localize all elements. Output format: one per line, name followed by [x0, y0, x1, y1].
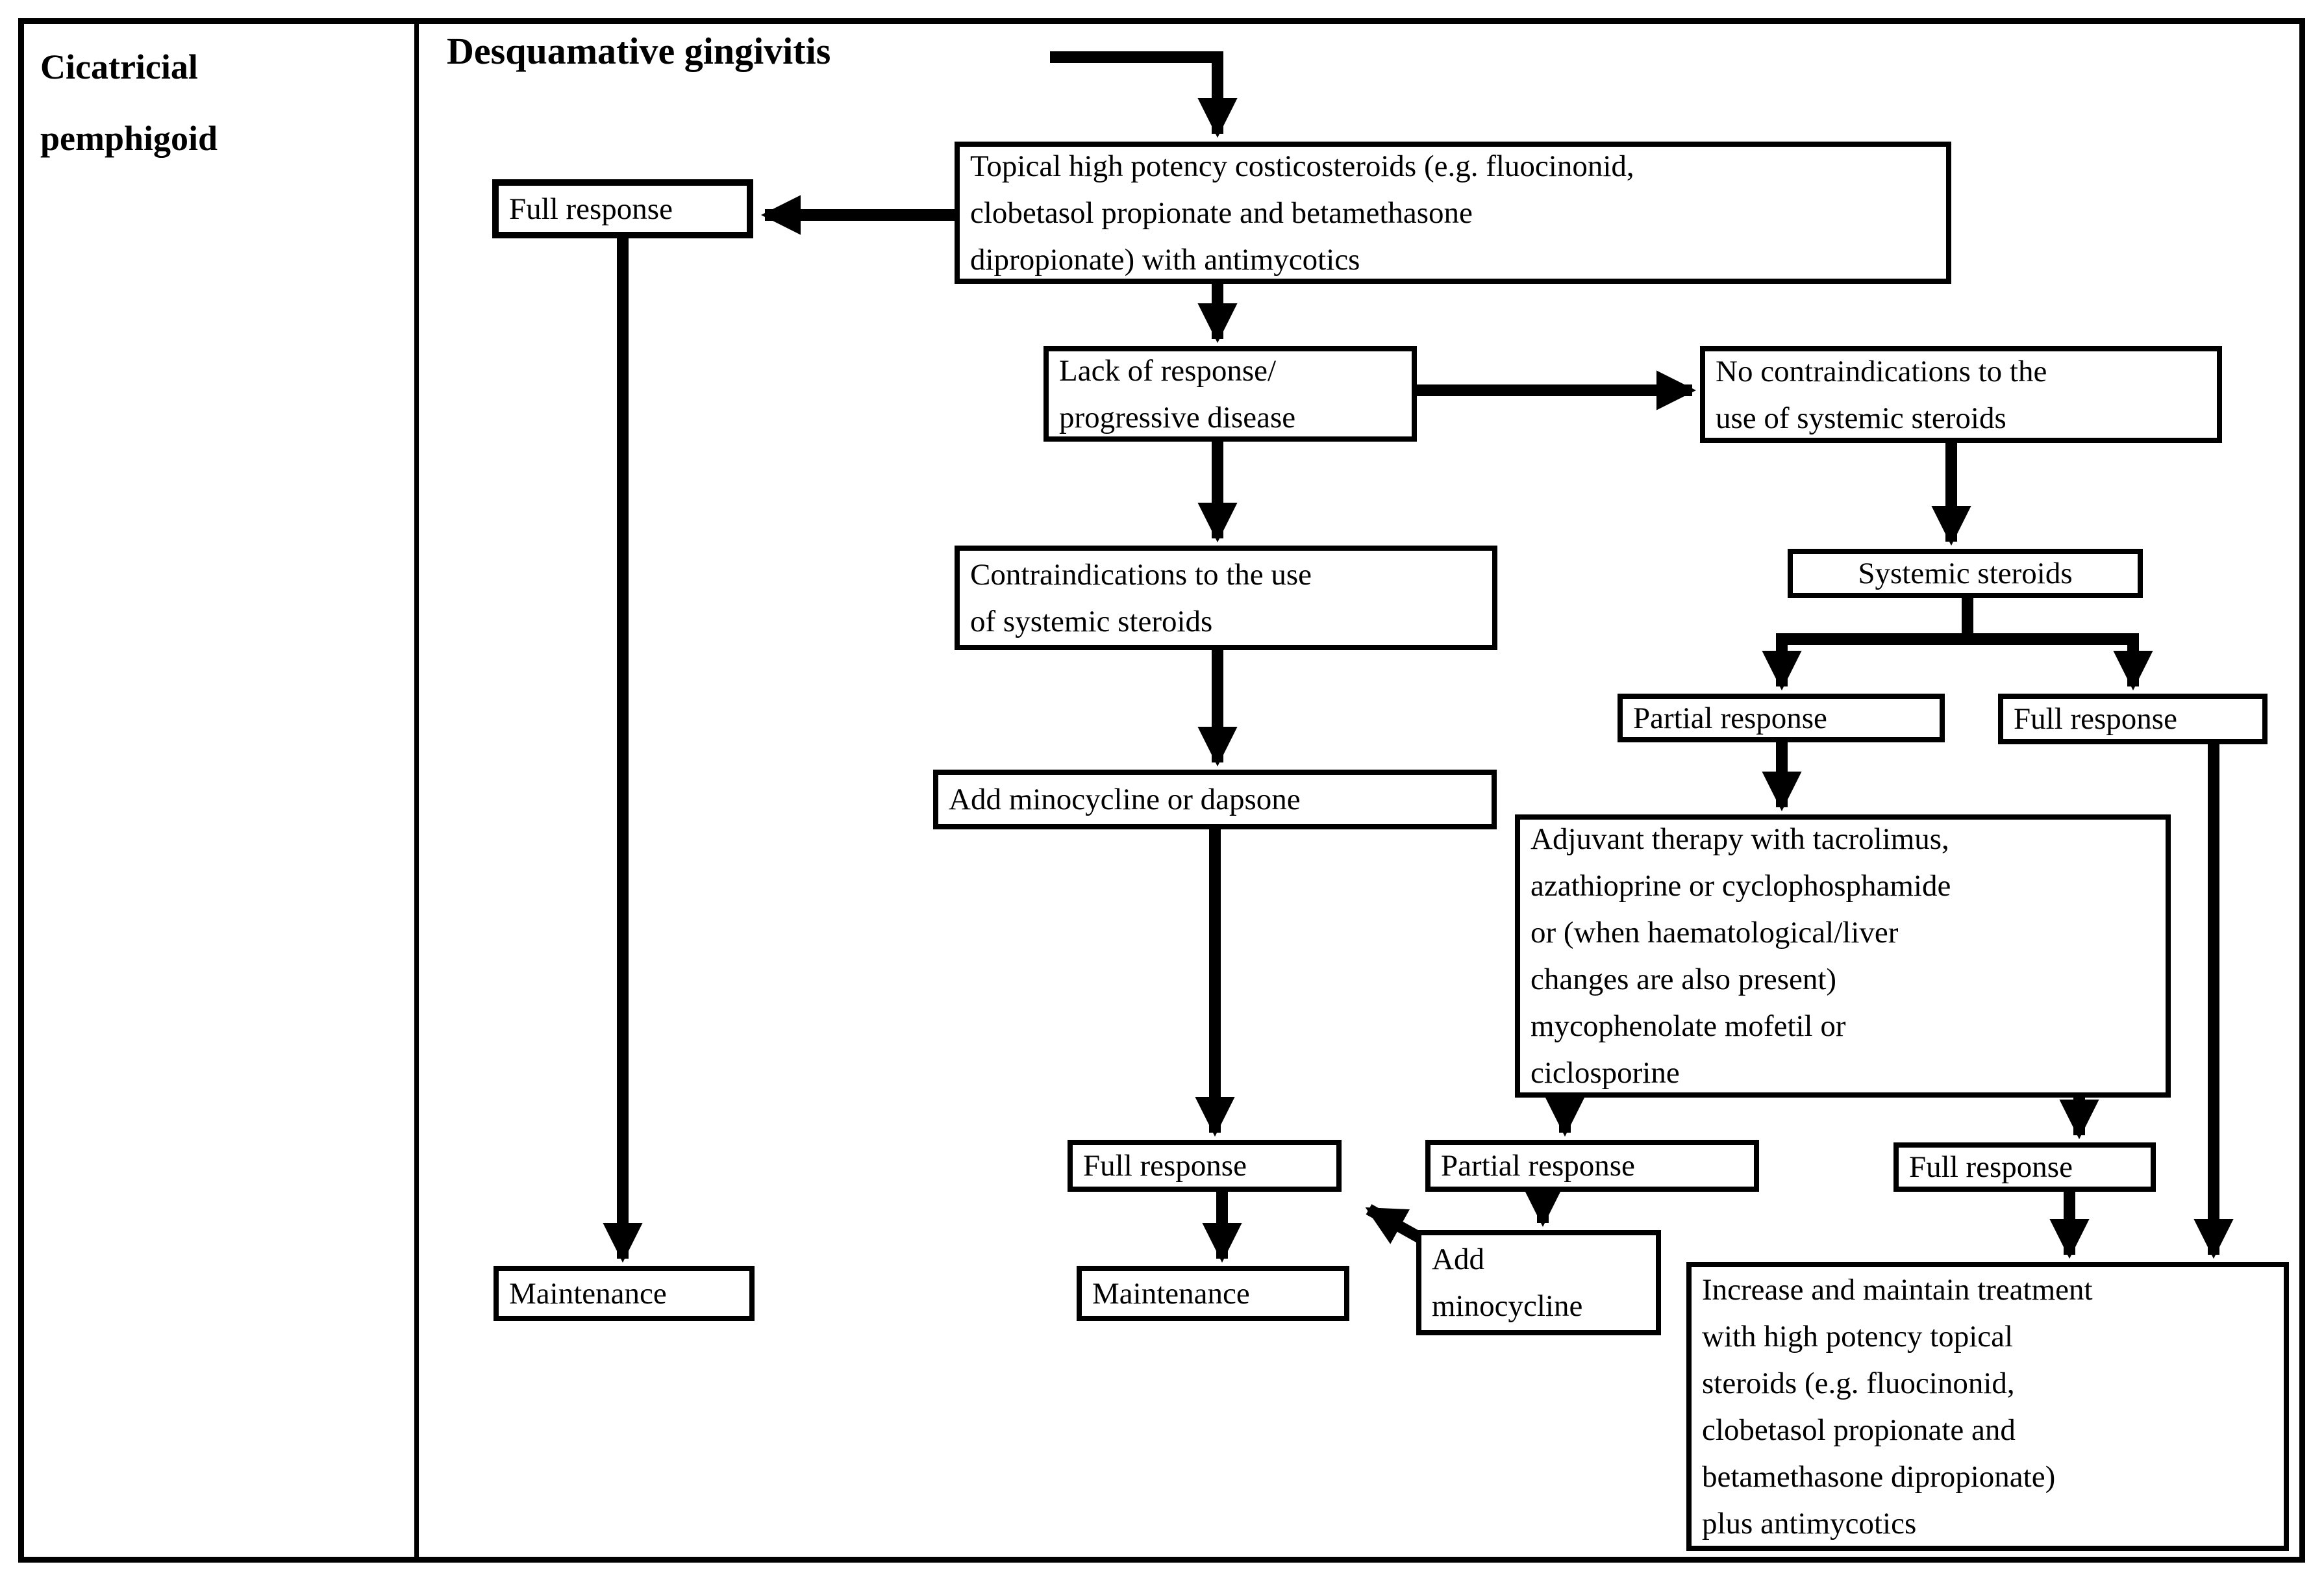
column-divider-line	[414, 18, 419, 1563]
box-maintenance-left: Maintenance	[494, 1266, 755, 1321]
box-contraindications: Contraindications to the use of systemic…	[955, 546, 1497, 650]
box-maintenance-mid: Maintenance	[1077, 1266, 1349, 1321]
box-add-minocycline-or-dapsone: Add minocycline or dapsone	[933, 770, 1497, 829]
box-full-response-top-right: Full response	[1998, 694, 2268, 744]
box-systemic-steroids: Systemic steroids	[1788, 549, 2143, 598]
box-full-response-bottom-right: Full response	[1893, 1142, 2156, 1192]
arrow-title-to-topical	[1050, 51, 1238, 138]
split-systemic-steroids	[1782, 598, 2133, 645]
box-adjuvant-therapy: Adjuvant therapy with tacrolimus, azathi…	[1515, 814, 2171, 1098]
figure-outer-border	[18, 18, 2305, 1563]
box-add-minocycline: Add minocycline	[1416, 1230, 1661, 1335]
flowchart-title-desquamative-gingivitis: Desquamative gingivitis	[447, 30, 831, 72]
box-increase-and-maintain: Increase and maintain treatment with hig…	[1686, 1262, 2289, 1551]
box-lack-of-response: Lack of response/ progressive disease	[1043, 346, 1417, 442]
box-full-response-mid: Full response	[1068, 1140, 1342, 1192]
box-no-contraindications: No contraindications to the use of syste…	[1700, 346, 2222, 443]
row-label-cicatricial-pemphigoid: Cicatricial pemphigoid	[40, 47, 218, 158]
box-partial-response-bottom: Partial response	[1425, 1140, 1759, 1192]
box-topical-steroids: Topical high potency costicosteroids (e.…	[955, 142, 1951, 284]
box-full-response-left: Full response	[492, 179, 753, 238]
box-partial-response-top: Partial response	[1618, 694, 1945, 742]
